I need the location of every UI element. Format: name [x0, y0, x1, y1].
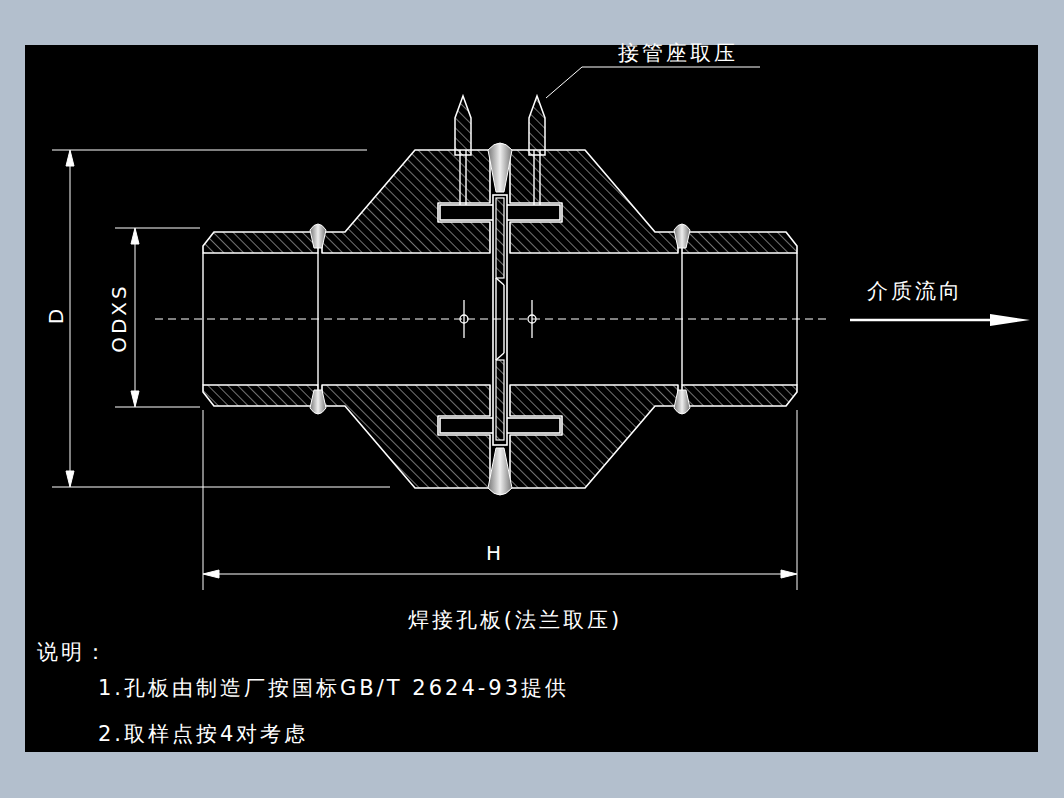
body-half: [322, 150, 490, 253]
body-half: [510, 385, 678, 488]
note-heading: 说明：: [37, 641, 109, 664]
dimension-label: ODXS: [108, 283, 130, 353]
centerline: [155, 319, 828, 320]
dimension-label: H: [486, 542, 504, 564]
pipe-wall: [203, 385, 318, 406]
body-half: [322, 385, 490, 488]
pipe-wall: [682, 232, 797, 253]
pressure-tap: [455, 96, 471, 155]
weld: [674, 224, 690, 248]
flow-arrow: [850, 319, 1010, 322]
drawing-caption: 焊接孔板(法兰取压): [408, 609, 622, 632]
pipe-wall: [203, 232, 318, 253]
weld: [488, 448, 512, 495]
flow-arrow-head: [990, 314, 1030, 326]
pressure-tap: [529, 96, 545, 155]
weld: [310, 224, 326, 248]
weld: [488, 143, 512, 192]
flow-label: 介质流向: [867, 280, 963, 303]
dimension-label: D: [45, 306, 67, 324]
weld: [674, 390, 690, 414]
callout-label: 接管座取压: [618, 42, 738, 65]
note-text: 2.取样点按4对考虑: [98, 723, 308, 746]
pipe-wall: [682, 385, 797, 406]
leader-line: [546, 67, 760, 98]
note-text: 1.孔板由制造厂按国标GB/T 2624-93提供: [98, 677, 569, 700]
weld: [310, 390, 326, 414]
orifice-plate: [493, 195, 507, 445]
body-half: [510, 150, 678, 253]
